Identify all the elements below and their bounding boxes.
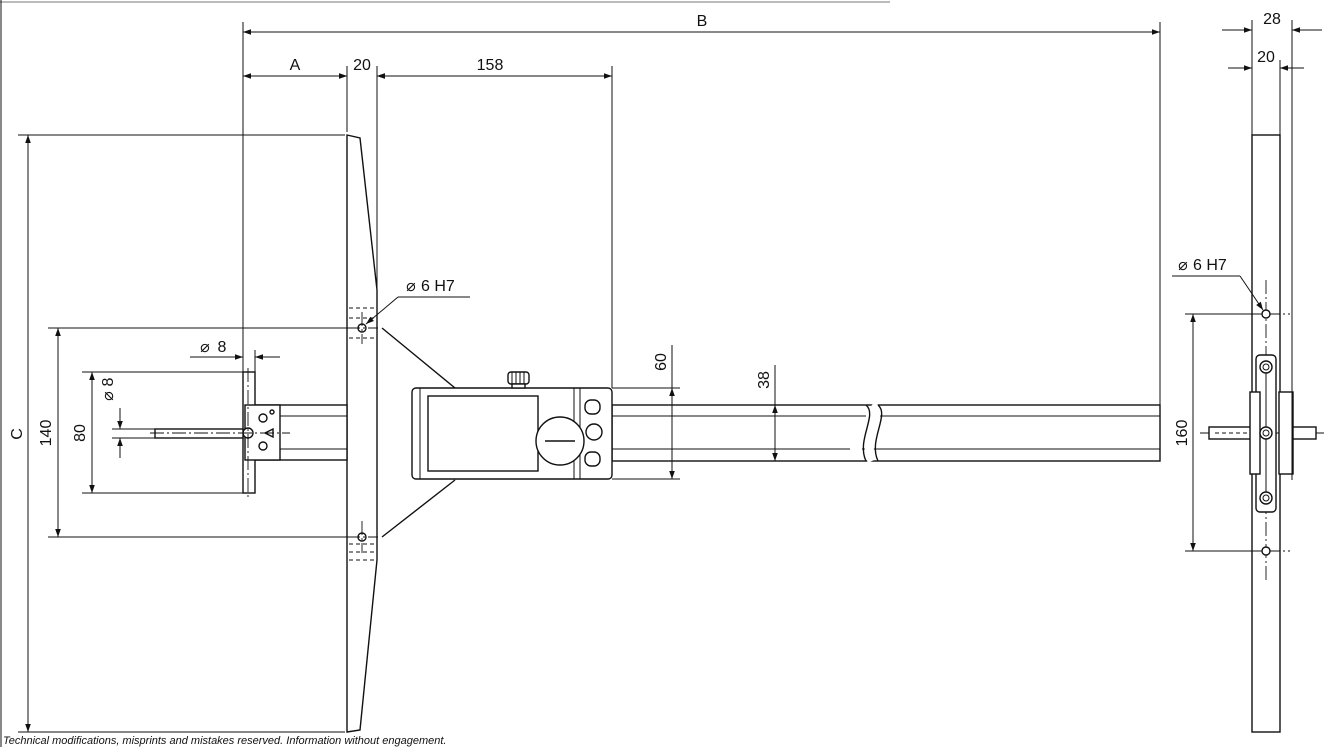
dia-symbol-plate: ⌀	[200, 339, 210, 356]
dim-38: 38	[756, 371, 773, 389]
dim-hole-front: 6 H7	[421, 278, 455, 295]
dia-symbol-hole-front: ⌀	[406, 278, 416, 295]
footnote: Technical modifications, misprints and m…	[3, 735, 446, 747]
side-hole-lower	[1261, 546, 1271, 556]
measuring-pin	[154, 428, 244, 439]
dia-symbol-pin: ⌀	[100, 391, 117, 401]
side-dimensions: 28 20 160 ⌀ 6 H7	[1172, 11, 1322, 552]
dim-8-vertical: 8	[100, 377, 117, 386]
dim-b: B	[697, 13, 708, 30]
side-view	[1200, 134, 1326, 733]
dia-symbol-hole-side: ⌀	[1178, 257, 1188, 274]
dim-20-base: 20	[353, 57, 371, 74]
base-shoulder-lower	[381, 479, 456, 538]
dim-8-horizontal: 8	[218, 339, 227, 356]
dim-20-side: 20	[1257, 49, 1275, 66]
dim-hole-side: 6 H7	[1193, 257, 1227, 274]
dim-a: A	[290, 57, 301, 74]
side-hole-upper	[1261, 309, 1271, 319]
dim-c: C	[9, 428, 26, 440]
dim-80: 80	[72, 424, 89, 442]
front-view	[150, 134, 1161, 733]
dim-158: 158	[477, 57, 504, 74]
dim-60: 60	[653, 353, 670, 371]
button-lower	[584, 451, 601, 467]
beam-right	[611, 404, 1161, 462]
dim-140: 140	[38, 420, 55, 447]
button-upper	[584, 399, 601, 415]
button-middle	[585, 423, 603, 441]
depth-base	[346, 134, 378, 733]
dim-160: 160	[1174, 420, 1191, 447]
beam-break	[864, 401, 881, 463]
base-shoulder-upper	[381, 327, 456, 389]
lcd-display	[427, 395, 539, 472]
dim-28: 28	[1263, 11, 1281, 28]
locking-screw	[507, 371, 530, 385]
front-dimensions: B A 20 158 C 140 80 ⌀ 8	[9, 13, 1161, 733]
